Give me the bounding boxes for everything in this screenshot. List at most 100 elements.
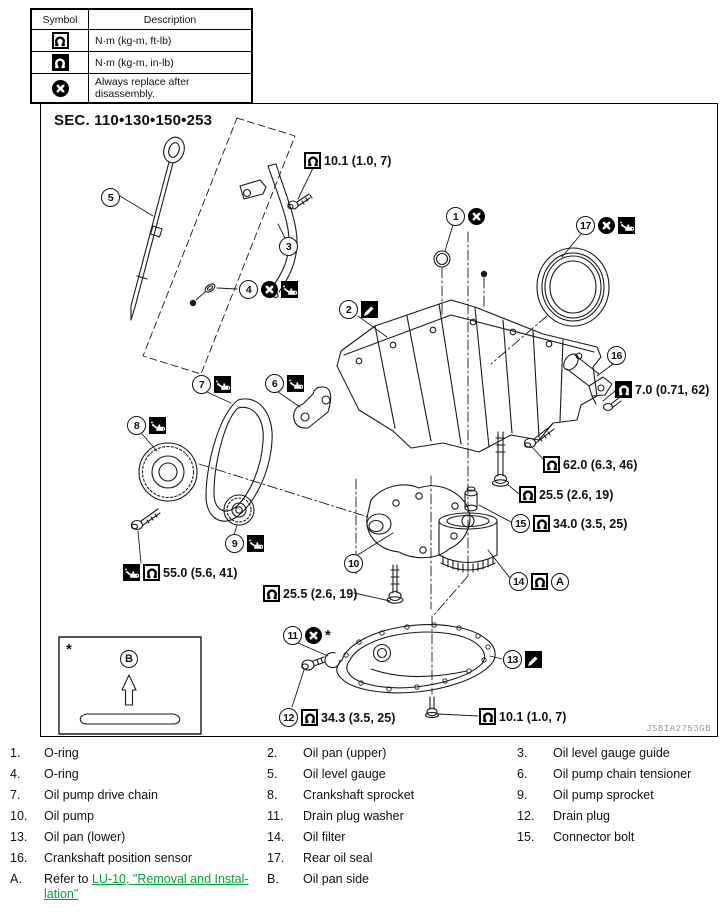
torque-label-ckp-sensor: 7.0 (0.71, 62): [615, 381, 709, 398]
part-label: Oil pump: [44, 809, 95, 823]
legend-description: N·m (kg-m, ft-lb): [88, 29, 253, 52]
part-number: 10.: [10, 809, 28, 823]
apply-engine-oil-icon: [247, 535, 264, 552]
callout-number: 14: [509, 572, 528, 591]
torque-value: 10.1 (1.0, 7): [324, 153, 392, 168]
parts-list: 1. O-ring 2. Oil pan (upper) 3. Oil leve…: [10, 746, 720, 902]
legend-header-description: Description: [88, 8, 253, 30]
torque-wrench-ftlb-icon: [479, 708, 496, 725]
callout-9: 9: [225, 534, 264, 553]
callout-number: 13: [503, 650, 522, 669]
part-number: 7.: [10, 788, 21, 802]
part-label: Oil level gauge guide: [553, 746, 670, 760]
legend-row: N·m (kg-m, ft-lb): [30, 29, 253, 52]
callout-number: 7: [192, 375, 211, 394]
callout-7: 7: [192, 375, 231, 394]
part-label: Oil pump chain tensioner: [553, 767, 692, 781]
part-number: 14.: [267, 830, 285, 844]
apply-liquid-gasket-icon: [525, 651, 542, 668]
callout-number: 16: [607, 346, 626, 365]
symbol-legend-table: Symbol Description N·m (kg-m, ft-lb) N·m…: [30, 8, 253, 104]
callout-14: 14 A: [509, 572, 569, 591]
apply-engine-oil-icon: [149, 417, 166, 434]
ref-a-prefix: Refer to: [44, 872, 92, 886]
callout-11: 11 *: [283, 626, 331, 645]
legend-row: Always replace after disassembly.: [30, 73, 253, 104]
torque-wrench-ftlb-icon: [519, 486, 536, 503]
figure-id: JSBIA2753GB: [646, 724, 711, 734]
part-number: B.: [267, 872, 279, 886]
callout-number: 17: [576, 216, 595, 235]
callout-number: 8: [127, 416, 146, 435]
callout-12: 12 34.3 (3.5, 25): [279, 708, 395, 727]
callout-13: 13: [503, 650, 542, 669]
part-label: Oil pump sprocket: [553, 788, 654, 802]
callout-number: 15: [511, 514, 530, 533]
torque-value: 55.0 (5.6, 41): [163, 565, 238, 580]
apply-engine-oil-icon: [214, 376, 231, 393]
part-number: 1.: [10, 746, 21, 760]
callout-8: 8: [127, 416, 166, 435]
callout-15: 15 34.0 (3.5, 25): [511, 514, 627, 533]
part-label-ref-a: Refer to LU-10, "Removal and Instal-lati…: [44, 872, 267, 902]
apply-liquid-gasket-icon: [361, 301, 378, 318]
part-number: A.: [10, 872, 22, 886]
part-label: Oil filter: [303, 830, 346, 844]
callout-5: 5: [101, 188, 120, 207]
torque-value: 25.5 (2.6, 19): [539, 487, 614, 502]
torque-value: 25.5 (2.6, 19): [283, 586, 358, 601]
torque-wrench-ftlb-icon: [543, 456, 560, 473]
lu-10-removal-installation-link[interactable]: LU-10, "Removal and Instal-lation": [44, 872, 249, 901]
footnote-asterisk: *: [325, 626, 331, 644]
part-label: Rear oil seal: [303, 851, 373, 865]
legend-row: N·m (kg-m, in-lb): [30, 51, 253, 74]
exploded-view-diagram: SEC. 110•130•150•253 JSBIA2753GB 5 10.1 …: [40, 103, 718, 737]
legend-description: Always replace after disassembly.: [88, 73, 253, 104]
callout-2: 2: [339, 300, 378, 319]
replace-after-disassembly-icon: [305, 627, 322, 644]
part-label: Oil level gauge: [303, 767, 386, 781]
part-number: 12.: [517, 809, 535, 823]
callout-number: 11: [283, 626, 302, 645]
callout-4: 4: [239, 280, 298, 299]
torque-wrench-ftlb-icon: [531, 573, 548, 590]
part-number: 13.: [10, 830, 28, 844]
part-label: Oil pump drive chain: [44, 788, 158, 802]
callout-number: 4: [239, 280, 258, 299]
inset-asterisk: *: [66, 641, 72, 658]
part-label: Crankshaft position sensor: [44, 851, 192, 865]
replace-after-disassembly-icon: [598, 217, 615, 234]
callout-3: 3: [279, 237, 298, 256]
callout-number: 12: [279, 708, 298, 727]
torque-wrench-ftlb-icon: [304, 152, 321, 169]
torque-wrench-ftlb-icon: [51, 32, 69, 49]
torque-value: 10.1 (1.0, 7): [499, 709, 567, 724]
torque-label-upper-pan-bolt: 25.5 (2.6, 19): [519, 486, 613, 503]
torque-value: 34.3 (3.5, 25): [321, 710, 396, 725]
replace-after-disassembly-icon: [261, 281, 278, 298]
callout-6: 6: [265, 374, 304, 393]
exploded-diagram-art: [58, 117, 622, 735]
torque-label-oil-pump-bolt: 25.5 (2.6, 19): [263, 585, 357, 602]
torque-label-lower-pan-bolt: 10.1 (1.0, 7): [479, 708, 566, 725]
part-label: Oil pan side: [303, 872, 370, 886]
part-number: 4.: [10, 767, 21, 781]
legend-description: N·m (kg-m, in-lb): [88, 51, 253, 74]
link-line-2: lation": [44, 887, 79, 901]
callout-number: 1: [446, 207, 465, 226]
part-label: Connector bolt: [553, 830, 635, 844]
callout-number: 10: [344, 554, 363, 573]
callout-number: 9: [225, 534, 244, 553]
part-label: Oil pan (lower): [44, 830, 126, 844]
torque-wrench-ftlb-icon: [533, 515, 550, 532]
ref-letter-a: A: [551, 572, 569, 591]
callout-number: 5: [101, 188, 120, 207]
torque-value: 34.0 (3.5, 25): [553, 516, 628, 531]
torque-wrench-ftlb-icon: [301, 709, 318, 726]
torque-value: 62.0 (6.3, 46): [563, 457, 638, 472]
part-label: Crankshaft sprocket: [303, 788, 415, 802]
part-number: 17.: [267, 851, 285, 865]
callout-number: 6: [265, 374, 284, 393]
part-number: 2.: [267, 746, 278, 760]
